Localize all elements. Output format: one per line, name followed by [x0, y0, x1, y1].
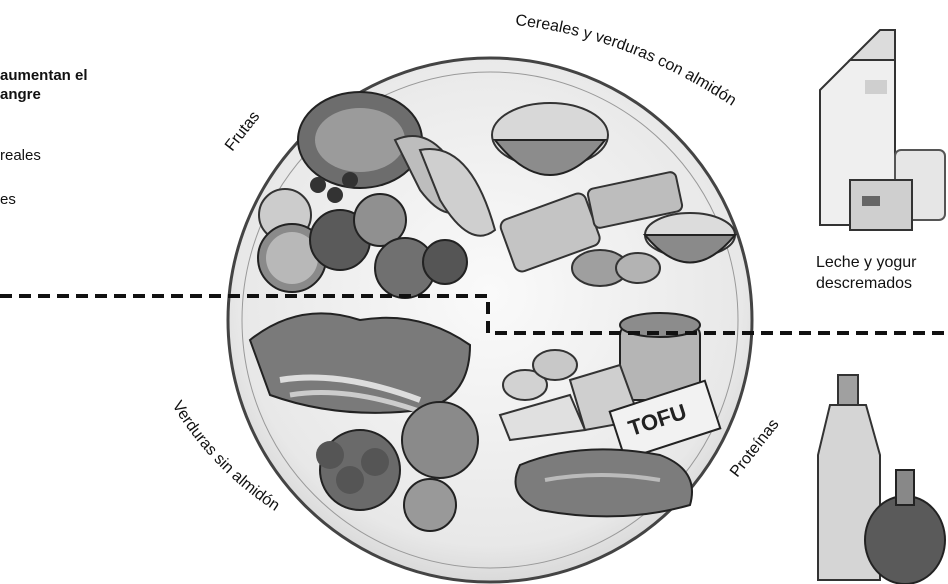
dairy-caption: Leche y yogur descremados [816, 252, 917, 294]
label-cereales: Cereales y verduras con almidón [515, 12, 740, 109]
label-verduras: Verduras sin almidón [169, 398, 283, 515]
